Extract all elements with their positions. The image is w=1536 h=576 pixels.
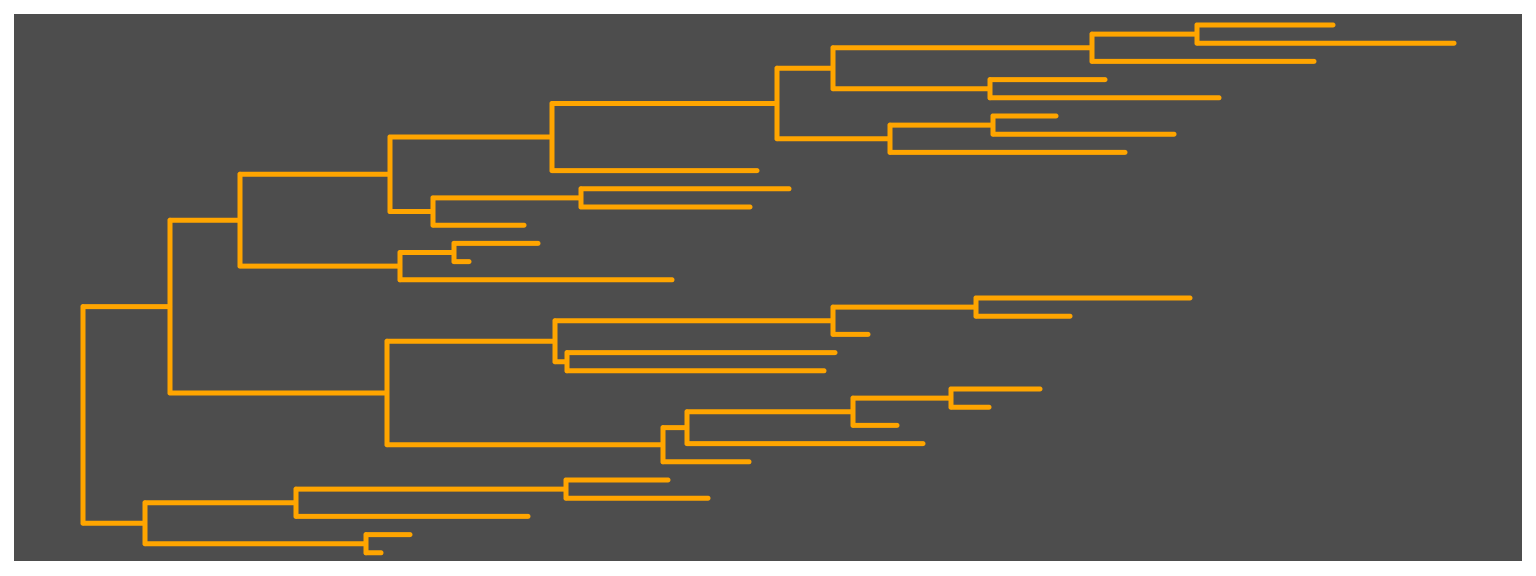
tree-branches xyxy=(80,22,1457,556)
plot-panel xyxy=(14,14,1522,561)
